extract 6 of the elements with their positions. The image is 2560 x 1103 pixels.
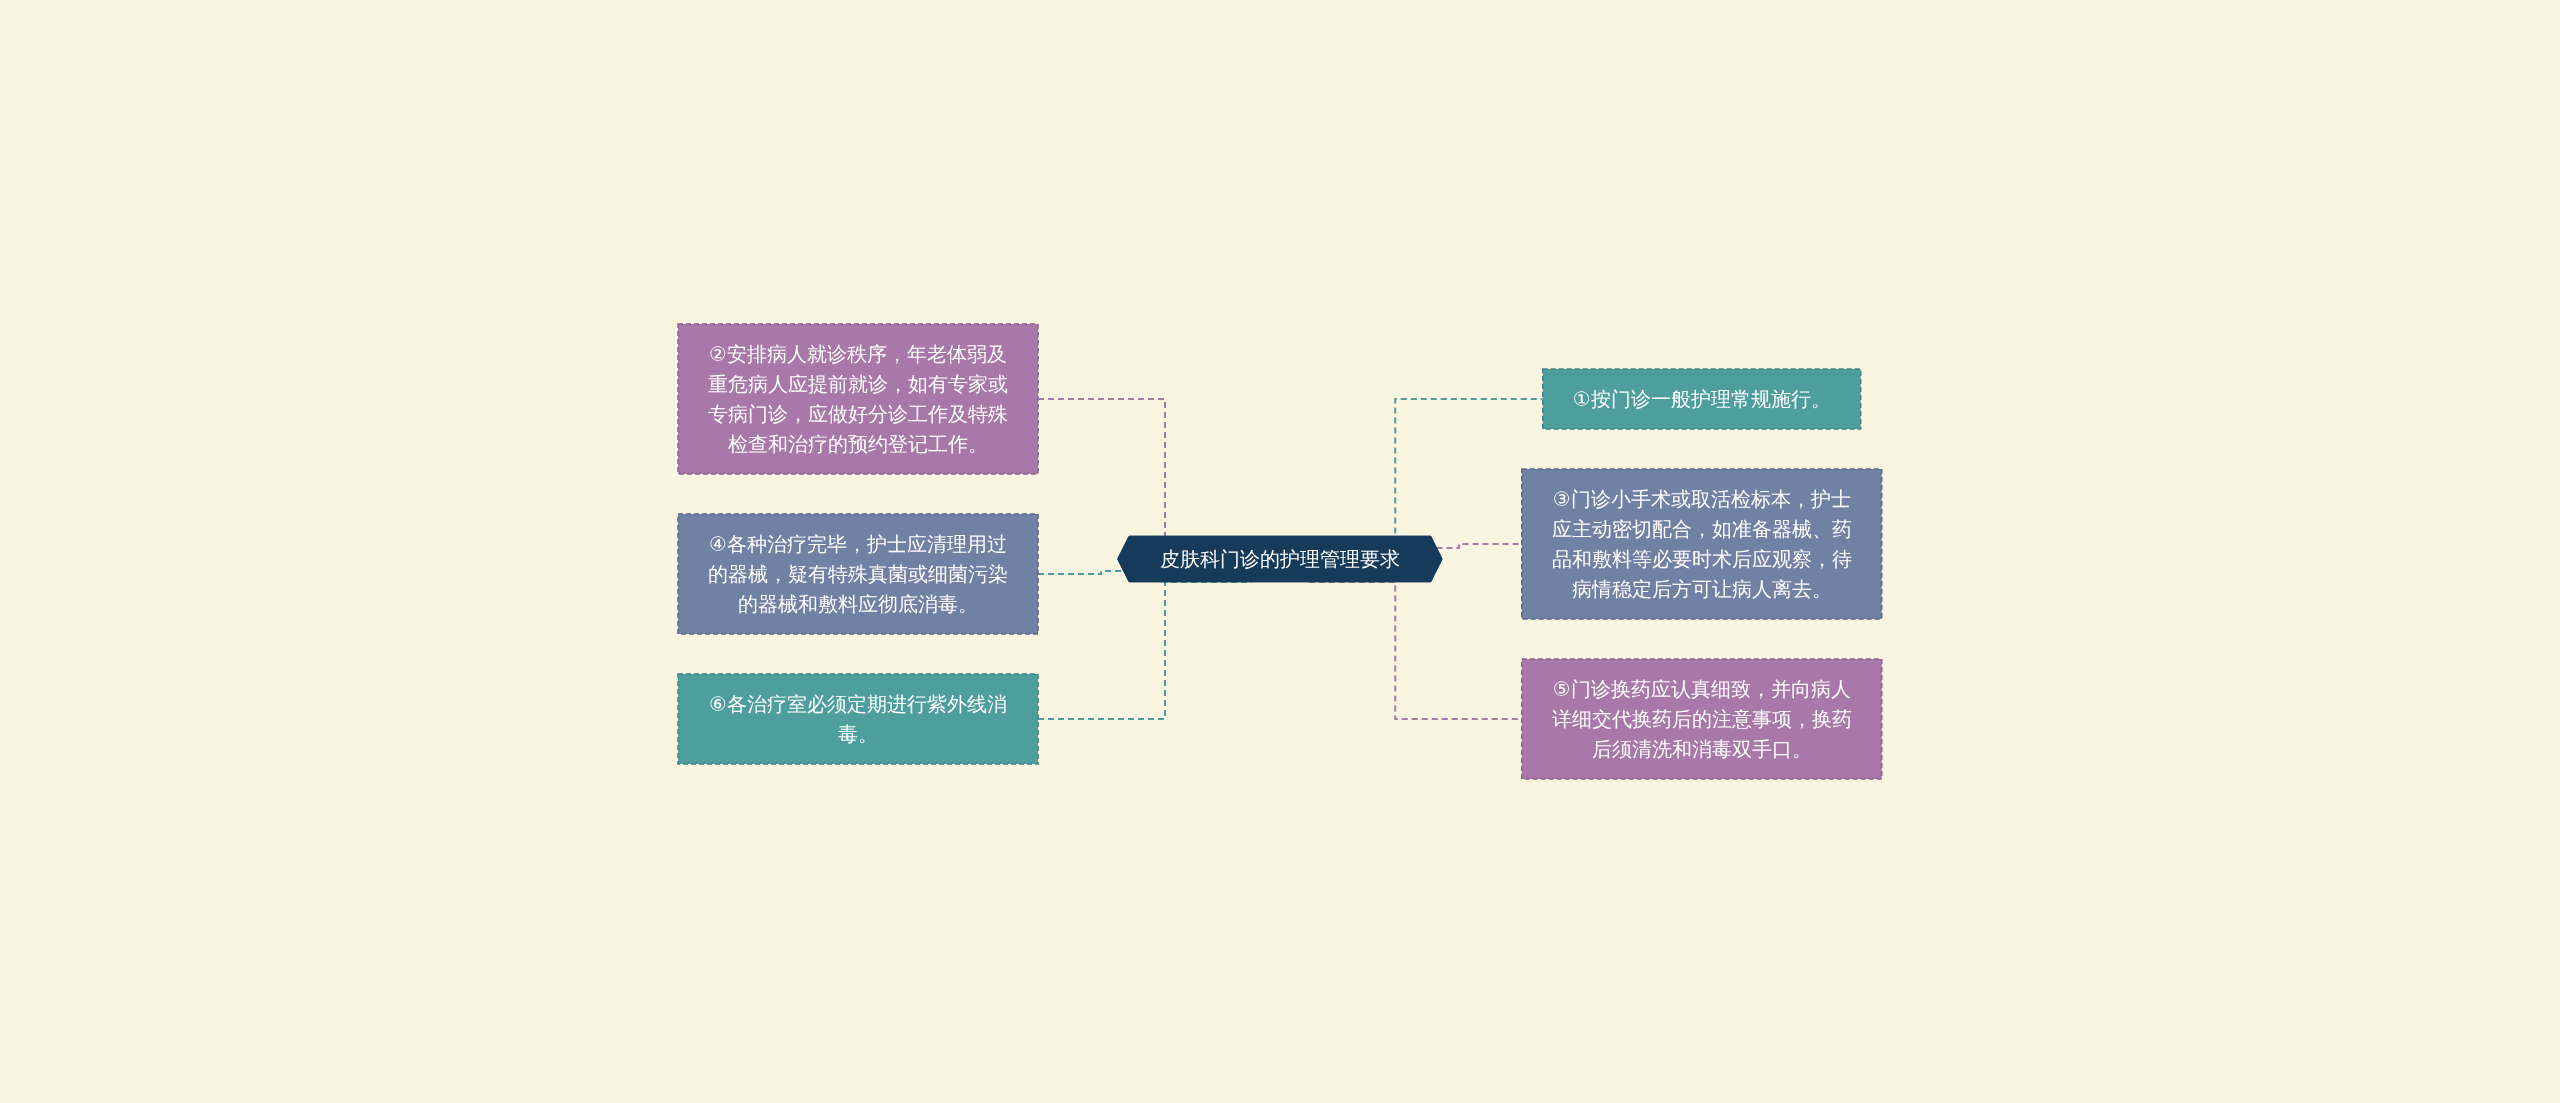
node-box: ①按门诊一般护理常规施行。 xyxy=(1542,368,1862,430)
node-box: ⑤门诊换药应认真细致，并向病人详细交代换药后的注意事项，换药后须清洗和消毒双手口。 xyxy=(1521,658,1883,780)
node-box: ②安排病人就诊秩序，年老体弱及重危病人应提前就诊，如有专家或专病门诊，应做好分诊工作及特殊检查和治疗的预约登记工作。 xyxy=(677,323,1039,475)
node-box: ⑥各治疗室必须定期进行紫外线消毒。 xyxy=(677,673,1039,765)
node-box: ④各种治疗完毕，护士应清理用过的器械，疑有特殊真菌或细菌污染的器械和敷料应彻底消毒。 xyxy=(677,513,1039,635)
node-box: ③门诊小手术或取活检标本，护士应主动密切配合，如准备器械、药品和敷料等必要时术后应观察，待病情稳定后方可让病人离去。 xyxy=(1521,468,1883,620)
